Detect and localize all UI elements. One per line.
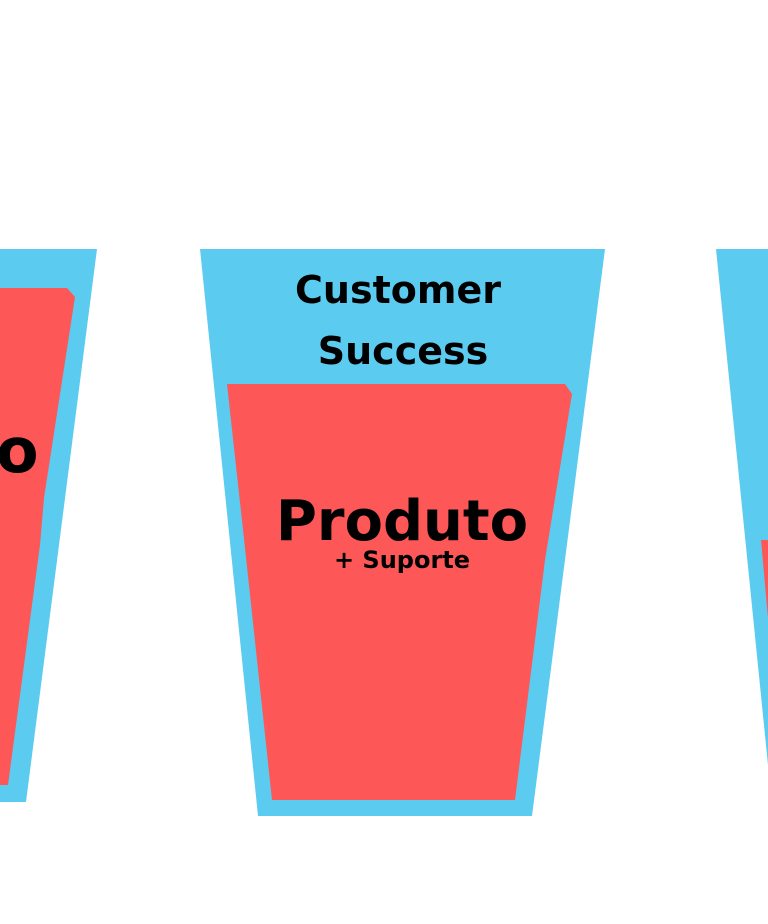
- left-cup-liquid: [0, 288, 75, 785]
- right-cup-liquid: [761, 540, 768, 618]
- left-cup-main-label: o: [0, 414, 39, 487]
- center-cup: Customer Success Produto + Suporte: [200, 249, 605, 816]
- center-cup-liquid: [227, 384, 572, 800]
- center-cup-top-label-line2: Success: [318, 329, 488, 373]
- center-cup-sub-label: + Suporte: [334, 546, 470, 574]
- center-cup-top-label-line1: Customer: [295, 268, 501, 312]
- right-cup: [716, 249, 768, 765]
- center-cup-main-label: Produto: [276, 489, 528, 554]
- right-cup-outer: [716, 249, 768, 765]
- left-cup: o: [0, 249, 97, 802]
